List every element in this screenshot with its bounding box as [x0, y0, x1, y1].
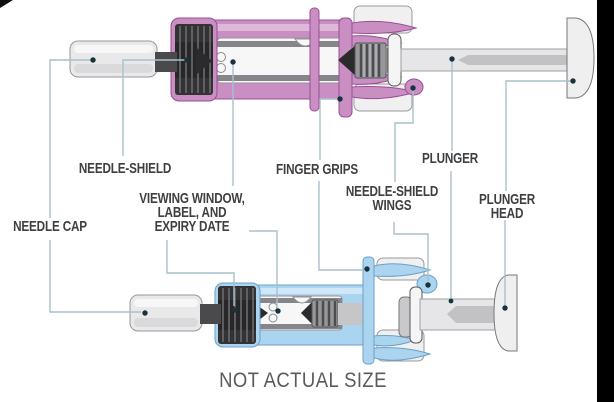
top-stopper	[338, 42, 393, 79]
leader-wings-top	[394, 89, 414, 182]
bottom-needle-shield-wings	[373, 263, 438, 361]
leader-needle-cap-bottom	[49, 240, 141, 313]
bottom-plunger-head	[493, 274, 518, 352]
bottom-needle-cap	[129, 294, 221, 332]
label-needle-shield: NEEDLE-SHIELD	[78, 160, 172, 177]
leader-finger-grips-top	[319, 98, 340, 160]
leader-dots	[90, 56, 576, 316]
right-black-bar	[597, 0, 614, 402]
top-syringe-illustration	[69, 5, 595, 118]
label-plunger: PLUNGER	[421, 150, 479, 167]
leader-viewing-window-bottom-right	[249, 230, 278, 306]
bottom-plunger	[419, 274, 518, 352]
bottom-needle-shield	[214, 282, 261, 348]
leader-lines	[49, 59, 573, 313]
top-barrel-flange	[387, 33, 402, 87]
top-viewing-window	[216, 37, 345, 84]
leader-wings-bottom	[393, 222, 429, 281]
label-viewing-window: VIEWING WINDOW, LABEL, AND EXPIRY DATE	[139, 190, 245, 235]
label-needle-shield-wings: NEEDLE-SHIELD WINGS	[345, 183, 439, 214]
top-plunger	[400, 17, 595, 99]
bottom-rod-in-tube	[338, 303, 366, 325]
caption-not-actual-size: NOT ACTUAL SIZE	[219, 369, 387, 392]
leader-needle-shield	[122, 59, 187, 156]
top-body-highlight	[216, 24, 345, 31]
leader-finger-grips-bottom	[318, 181, 362, 271]
label-finger-grips: FINGER GRIPS	[276, 161, 358, 178]
label-plunger-head: PLUNGER HEAD	[478, 191, 536, 222]
label-needle-cap: NEEDLE CAP	[13, 218, 87, 235]
bottom-stopper	[301, 299, 366, 328]
top-cap-hub	[155, 52, 177, 72]
bottom-body-highlight	[258, 288, 373, 294]
top-left-corner-mark	[0, 0, 13, 8]
top-needle-shield	[170, 17, 218, 102]
top-rear-ring	[309, 7, 320, 112]
leader-plunger-head-top	[505, 80, 573, 191]
bottom-flange-bar	[362, 256, 375, 365]
leader-viewing-window-bottom-left	[166, 240, 235, 306]
bottom-cap-hub	[200, 304, 221, 324]
top-needle-cap	[69, 40, 177, 78]
bottom-syringe-illustration	[129, 256, 518, 365]
leader-needle-cap-top	[49, 59, 93, 218]
top-plunger-head	[566, 17, 595, 99]
